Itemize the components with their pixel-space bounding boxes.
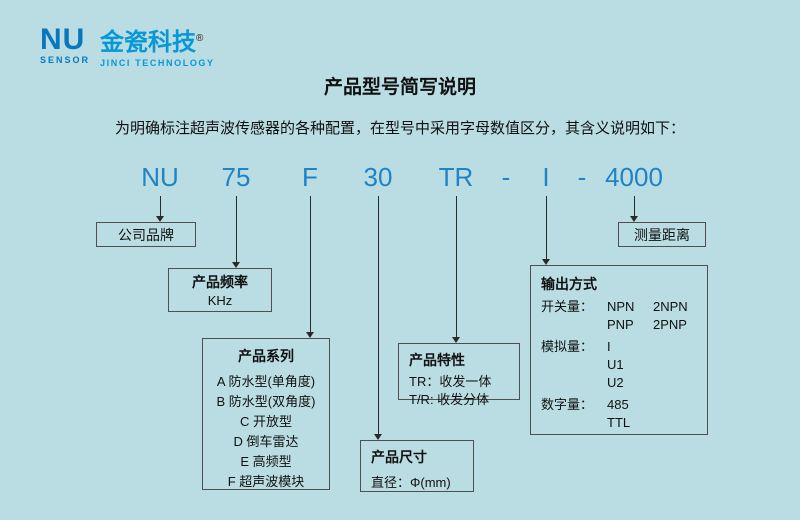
connector-line-brand — [160, 196, 161, 216]
page-title: 产品型号简写说明 — [323, 77, 476, 98]
series-item: C 开放型 — [239, 414, 292, 429]
connector-line-size — [378, 196, 379, 434]
output-row-value: I — [607, 339, 611, 354]
series-item: B 防水型(双角度) — [216, 394, 316, 409]
connector-line-frequency — [236, 196, 237, 262]
size-title: 产品尺寸 — [371, 449, 427, 465]
distance-label: 测量距离 — [634, 226, 690, 243]
logo-right: 金瓷科技® JINCI TECHNOLOGY — [100, 26, 215, 69]
brand-box: 公司品牌 — [96, 222, 196, 247]
arrow-down-icon — [542, 259, 550, 265]
frequency-unit: KHz — [207, 293, 233, 308]
model-segment-feature: TR — [438, 162, 474, 192]
model-segment-size: 30 — [363, 162, 393, 192]
output-box: 输出方式 开关量： NPN 2NPN PNP 2PNP 模拟量： I U1 U2… — [530, 265, 708, 435]
size-box: 产品尺寸 直径：Φ(mm) — [360, 440, 474, 492]
logo-left: NU SENSOR — [40, 23, 91, 66]
company-logo: NU SENSOR 金瓷科技® JINCI TECHNOLOGY — [40, 23, 215, 69]
model-segment-brand: NU — [141, 162, 179, 192]
arrow-down-icon — [374, 434, 382, 440]
output-row-value: PNP — [607, 317, 634, 332]
series-box: 产品系列 A 防水型(单角度) B 防水型(双角度) C 开放型 D 倒车雷达 … — [202, 338, 330, 490]
output-row-value: TTL — [607, 415, 631, 430]
series-title: 产品系列 — [238, 348, 294, 364]
output-row: TTL — [541, 414, 697, 432]
model-segment-frequency: 75 — [221, 162, 251, 192]
logo-brand-en: JINCI TECHNOLOGY — [100, 58, 215, 68]
arrow-down-icon — [232, 262, 240, 268]
model-segment-series: F — [302, 162, 318, 192]
output-title: 输出方式 — [541, 276, 597, 292]
output-row: U1 — [541, 356, 697, 374]
connector-line-series — [310, 196, 311, 332]
arrow-down-icon — [156, 216, 164, 222]
output-row-label: 数字量： — [541, 397, 594, 412]
intro-text: 为明确标注超声波传感器的各种配置，在型号中采用字母数值区分，其含义说明如下： — [114, 120, 685, 137]
output-row-value: U2 — [607, 375, 624, 390]
output-row: PNP 2PNP — [541, 316, 697, 334]
feature-item: T/R: 收发分体 — [409, 392, 490, 407]
series-item: A 防水型(单角度) — [216, 374, 316, 389]
model-segment-distance: 4000 — [605, 162, 663, 192]
feature-box: 产品特性 TR：收发一体 T/R: 收发分体 — [398, 343, 520, 407]
series-item: E 高频型 — [240, 454, 292, 469]
arrow-down-icon — [306, 332, 314, 338]
output-row-value: 2PNP — [653, 317, 687, 332]
output-row-label — [541, 414, 607, 432]
output-row-label: 模拟量： — [541, 339, 594, 354]
arrow-down-icon — [630, 216, 638, 222]
output-row-label — [541, 356, 607, 374]
logo-nu-text: NU — [40, 23, 86, 56]
size-subtitle: 直径：Φ(mm) — [371, 475, 451, 490]
output-row: U2 — [541, 374, 697, 392]
logo-sensor-text: SENSOR — [40, 55, 91, 65]
registered-trademark-icon: ® — [196, 33, 204, 44]
output-row-value: U1 — [607, 357, 624, 372]
output-row-value: NPN — [607, 299, 635, 314]
output-row: 开关量： NPN 2NPN — [541, 298, 697, 316]
model-separator-2: - — [577, 162, 587, 192]
brand-label: 公司品牌 — [118, 226, 174, 243]
distance-box: 测量距离 — [618, 222, 706, 247]
series-item: F 超声波模块 — [227, 474, 305, 489]
feature-item: TR：收发一体 — [409, 374, 492, 389]
model-segment-output: I — [542, 162, 550, 192]
output-row-label — [541, 316, 607, 334]
arrow-down-icon — [452, 337, 460, 343]
output-row-label — [541, 374, 607, 392]
output-row-value: 485 — [607, 397, 629, 412]
logo-brand-cn-line: 金瓷科技® — [100, 26, 215, 56]
output-row-value: 2NPN — [653, 299, 688, 314]
output-row-label: 开关量： — [541, 299, 594, 314]
frequency-title: 产品频率 — [192, 274, 248, 290]
output-row: 数字量： 485 — [541, 396, 697, 414]
logo-brand-cn: 金瓷科技 — [100, 29, 197, 56]
output-row: 模拟量： I — [541, 338, 697, 356]
feature-title: 产品特性 — [409, 352, 465, 368]
model-separator-1: - — [501, 162, 511, 192]
connector-line-output — [546, 196, 547, 259]
connector-line-distance — [634, 196, 635, 216]
connector-line-feature — [456, 196, 457, 337]
frequency-box: 产品频率 KHz — [168, 268, 272, 312]
series-item: D 倒车雷达 — [233, 434, 299, 449]
